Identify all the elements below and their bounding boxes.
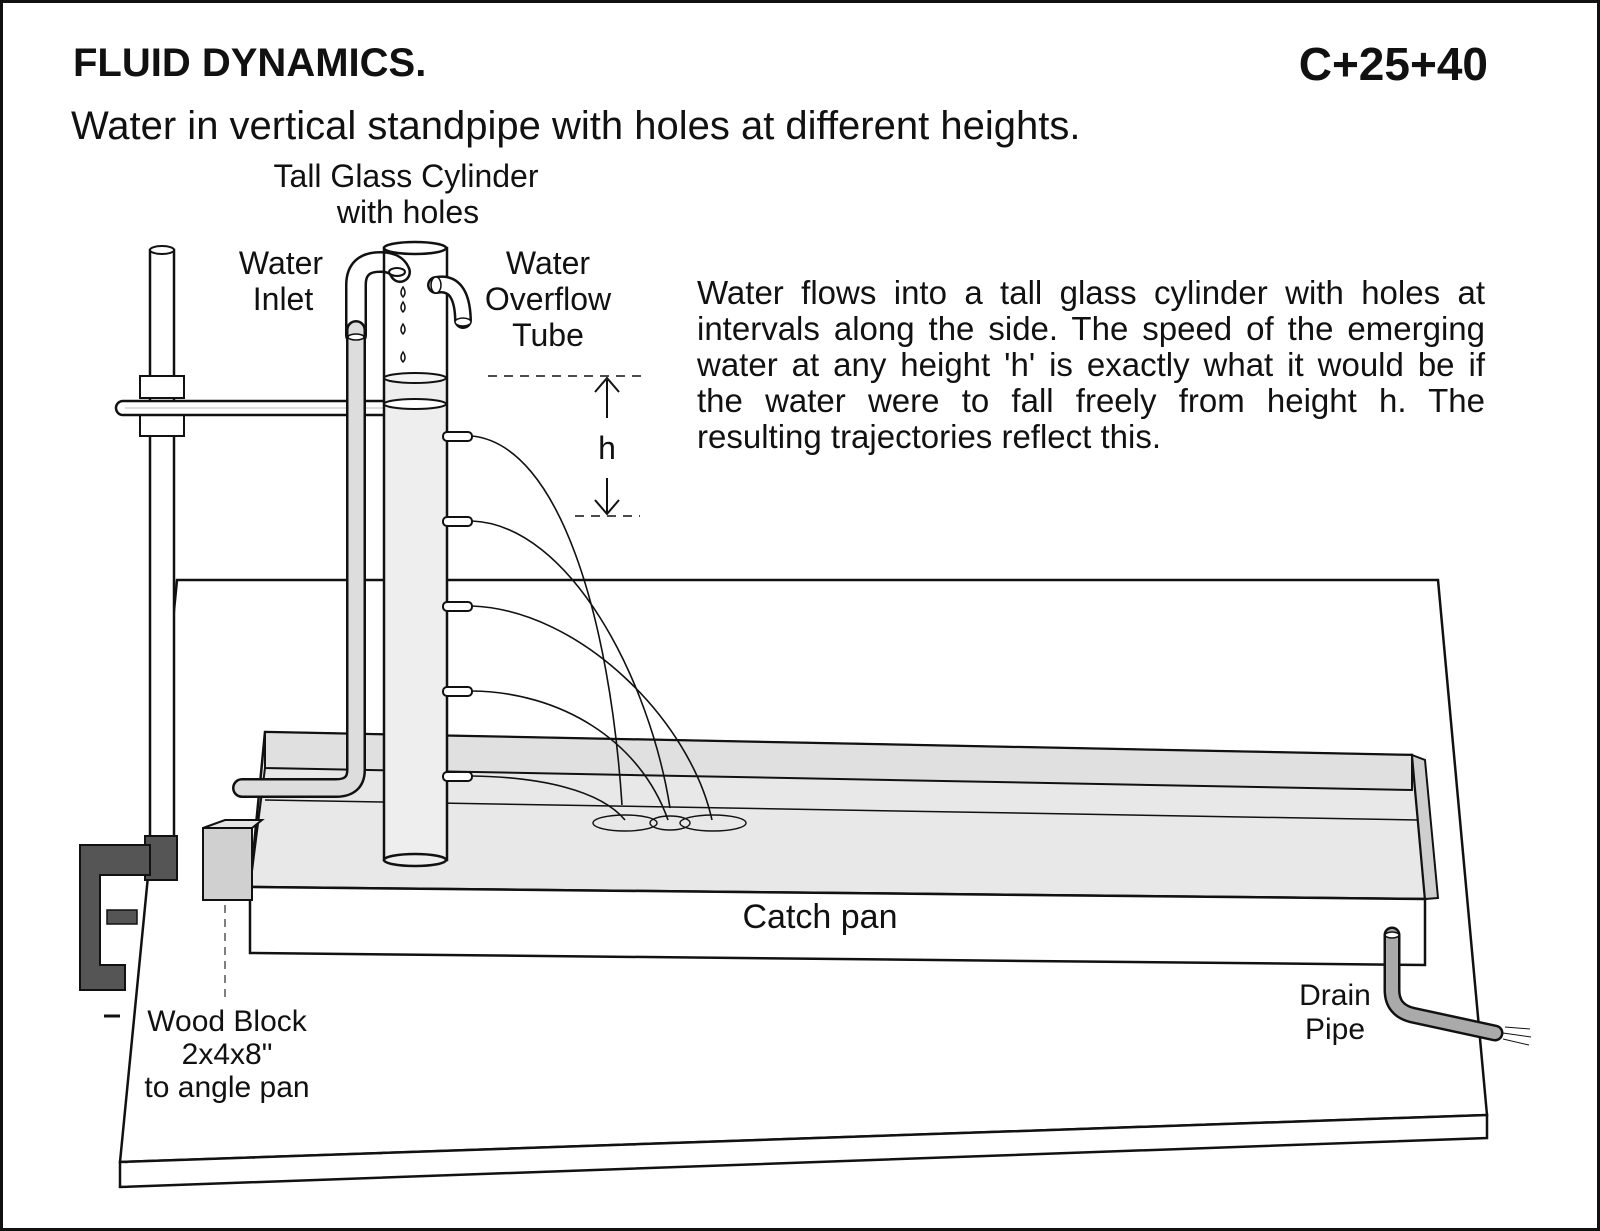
trajectory-5 [471, 775, 626, 821]
height-label: h [598, 430, 616, 466]
trajectory-4 [471, 690, 669, 821]
cylinder-bottom [382, 852, 448, 868]
overflow-label-line1: Water [506, 245, 591, 281]
inlet-pipe-fill [347, 253, 409, 344]
water-inlet-pipe [232, 250, 411, 798]
glass-cylinder [382, 240, 449, 868]
height-indicator: h [488, 375, 645, 517]
overflow-tube-inlet [430, 276, 442, 294]
drip-1 [400, 285, 406, 299]
overflow-label-line2: Overflow [485, 281, 612, 317]
inlet-hose-fill [234, 322, 364, 796]
c-clamp [79, 835, 178, 1018]
overflow-label-line3: Tube [512, 317, 584, 353]
clamp-screw-pad [106, 909, 138, 925]
water-surface [383, 372, 447, 384]
page-title: FLUID DYNAMICS. [73, 41, 426, 85]
drain-label-line1: Drain [1299, 979, 1371, 1012]
drain-pipe-top [1384, 931, 1400, 939]
splash-3 [679, 814, 747, 832]
nozzle-3 [442, 601, 473, 612]
drip-2 [400, 300, 406, 314]
drip-3 [400, 322, 406, 336]
height-arrowhead-up [594, 376, 620, 393]
water-trajectories [471, 435, 713, 821]
pan-back-wall [264, 730, 1413, 792]
cylinder-collar [383, 398, 447, 410]
wood-block [202, 819, 265, 1002]
trajectory-3 [471, 605, 713, 821]
catch-pan [248, 730, 1440, 967]
cylinder-top [382, 240, 448, 256]
stand-rod [148, 248, 176, 844]
pan-front-wall [248, 885, 1427, 967]
inlet-label-line2: Inlet [253, 281, 314, 317]
inlet-mouth [388, 267, 406, 277]
inlet-label-line1: Water [239, 245, 324, 281]
nozzle-1 [442, 431, 473, 442]
pan-right-wall [1410, 753, 1440, 901]
drip-4 [400, 350, 406, 364]
catch-pan-label: Catch pan [743, 898, 898, 936]
description-paragraph: Water flows into a tall glass cylinder w… [697, 274, 1485, 455]
stand-rod-top [149, 245, 175, 255]
nozzle-2 [442, 516, 473, 527]
wood-block-label-line3: to angle pan [144, 1071, 309, 1104]
trajectory-1 [471, 435, 623, 806]
boss-clamp-upper [139, 375, 185, 399]
drain-spray [1502, 1026, 1532, 1046]
nozzles [442, 431, 473, 782]
overflow-tube-outlet [454, 317, 472, 327]
inlet-joint [347, 333, 365, 341]
cylinder-label-line2: with holes [336, 194, 479, 230]
wood-block-front [202, 827, 253, 901]
nozzle-5 [442, 771, 473, 782]
page-subtitle: Water in vertical standpipe with holes a… [71, 104, 1080, 148]
splash-2 [649, 815, 691, 831]
wood-block-label-line2: 2x4x8" [182, 1038, 273, 1071]
cylinder-water [384, 378, 447, 860]
demo-code: C+25+40 [1299, 38, 1488, 90]
table-edge [118, 1113, 1489, 1189]
wood-block-label-line1: Wood Block [147, 1005, 308, 1038]
nozzle-4 [442, 686, 473, 697]
cylinder-label-line1: Tall Glass Cylinder [274, 158, 539, 194]
splash-1 [592, 814, 658, 832]
boss-clamp-lower [139, 413, 185, 437]
height-arrowhead-down [594, 499, 620, 516]
pan-inner-line [264, 799, 1419, 821]
trajectory-2 [471, 520, 671, 809]
clamp-frame [79, 844, 151, 991]
drain-pipe [1383, 926, 1532, 1046]
wood-block-top [202, 819, 265, 829]
drain-label-line2: Pipe [1305, 1013, 1365, 1046]
splash-marks [592, 814, 747, 832]
drain-pipe-fill [1386, 929, 1501, 1039]
overflow-tube [427, 275, 472, 329]
